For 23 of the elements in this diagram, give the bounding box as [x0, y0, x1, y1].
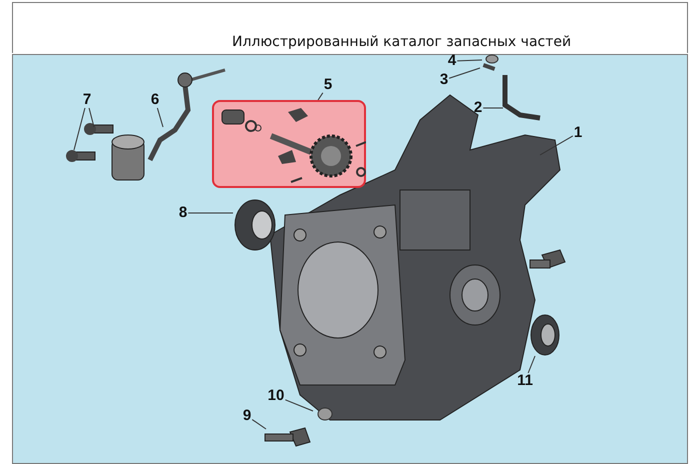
callout-number: 6 — [150, 92, 160, 108]
callout-number: 7 — [82, 92, 92, 108]
leader-line — [252, 419, 266, 430]
callout-number: 9 — [242, 408, 252, 424]
leader-line — [318, 92, 324, 100]
leader-line — [188, 212, 234, 214]
leader-line — [156, 108, 164, 128]
leader-line — [540, 136, 574, 156]
callout-number: 1 — [572, 125, 584, 141]
callout-number: 4 — [446, 53, 458, 69]
leader-line — [528, 356, 536, 374]
catalog-title: Иллюстрированный каталог запасных частей — [232, 34, 572, 50]
leader-line — [448, 68, 480, 79]
callout-number: 2 — [472, 100, 484, 116]
callout-number: 8 — [178, 205, 188, 221]
leader-line — [88, 108, 94, 128]
leader-line — [456, 60, 482, 62]
leader-line — [284, 399, 314, 412]
callout-number: 10 — [266, 388, 286, 404]
callout-number: 11 — [516, 373, 534, 389]
callout-number: 5 — [322, 77, 334, 93]
leader-line — [74, 108, 86, 150]
callout-number: 3 — [438, 72, 450, 88]
